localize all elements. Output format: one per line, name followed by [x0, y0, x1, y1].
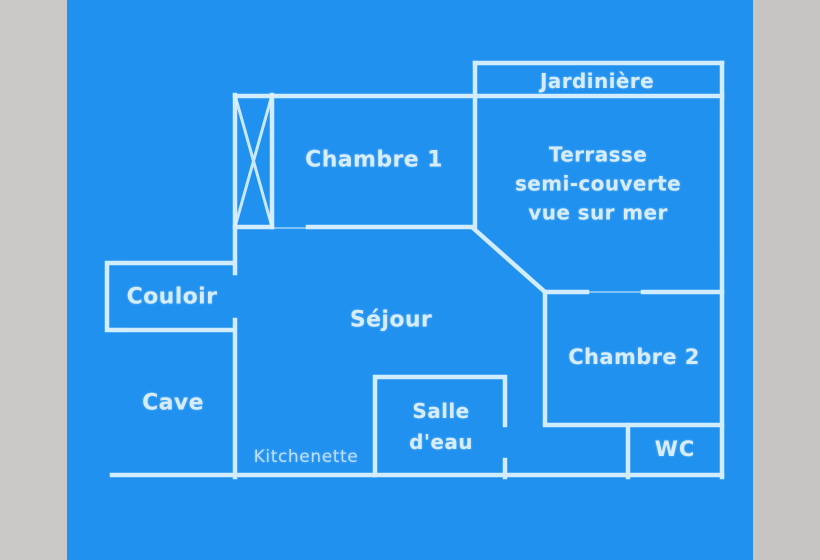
wall-couloir-box	[104, 260, 236, 333]
room-label-wc: WC	[654, 437, 696, 461]
room-label-jardiniere: Jardinière	[539, 69, 655, 93]
wall-diagonal-terrasse	[469, 224, 549, 296]
window-hatch-icon	[233, 94, 274, 228]
room-label-terrasse: Terrasse semi-couverte vue sur mer	[515, 141, 681, 228]
floorplan-walls	[104, 60, 725, 480]
terrasse-line-2: semi-couverte	[514, 171, 682, 196]
room-label-cave: Cave	[142, 390, 204, 416]
room-label-chambre1: Chambre 1	[305, 147, 443, 173]
wall-salle-eau	[372, 374, 508, 478]
room-label-salle-eau: Salle d'eau	[409, 396, 473, 458]
room-label-couloir: Couloir	[126, 284, 218, 310]
letterbox-right	[753, 0, 820, 560]
salle-eau-line-1: Salle	[412, 399, 470, 423]
floorplan-canvas: Jardinière Chambre 1 Terrasse semi-couve…	[67, 0, 753, 560]
terrasse-line-1: Terrasse	[548, 142, 648, 167]
terrasse-line-3: vue sur mer	[528, 200, 668, 225]
room-label-chambre2: Chambre 2	[568, 345, 700, 369]
salle-eau-line-2: d'eau	[409, 430, 473, 454]
room-label-kitchenette: Kitchenette	[253, 447, 359, 467]
room-label-sejour: Séjour	[349, 307, 433, 333]
letterbox-left	[0, 0, 67, 560]
